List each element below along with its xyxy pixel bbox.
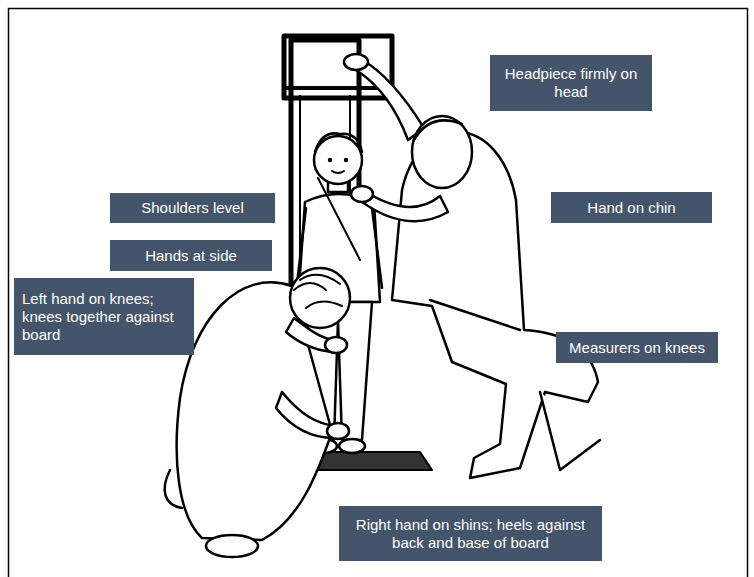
measurer-hand: [327, 423, 349, 439]
callout-text: Measurers on knees: [564, 339, 710, 357]
measurer-leg: [540, 392, 600, 470]
measurer-head: [412, 116, 472, 188]
right-measurer: [344, 54, 600, 478]
headpiece: [284, 36, 392, 98]
callout-text: Hand on chin: [559, 199, 704, 217]
measurer-hair: [414, 120, 462, 140]
measurer-hair: [294, 275, 342, 308]
callout-box: Hand on chin: [551, 192, 712, 223]
callout-box: Measurers on knees: [556, 332, 718, 363]
child-head: [314, 136, 362, 184]
callout-box: Shoulders level: [110, 193, 275, 223]
frame: [9, 9, 748, 577]
child-eye: [328, 158, 332, 162]
measurer-leg: [165, 470, 182, 508]
measurer-head: [290, 268, 350, 328]
callout-box: Hands at side: [110, 240, 272, 271]
child-hair: [315, 133, 362, 152]
callout-box: Right hand on shins; heels against back …: [339, 506, 602, 561]
callout-box: Headpiece firmly on head: [490, 55, 652, 111]
measurer-foot: [206, 535, 258, 557]
measurer-fold: [430, 300, 520, 330]
callout-text: Hands at side: [118, 247, 264, 265]
child-foot: [339, 439, 365, 453]
child-eye: [344, 158, 348, 162]
measurer-arm: [356, 60, 424, 140]
measurer-hand: [325, 337, 347, 353]
callout-box: Left hand on knees; knees together again…: [14, 278, 194, 355]
measurer-hand: [351, 186, 373, 202]
callout-text: Shoulders level: [118, 199, 267, 217]
measurer-arm: [362, 192, 448, 221]
child-arm: [372, 208, 382, 288]
callout-text: Left hand on knees; knees together again…: [22, 290, 186, 344]
callout-text: Right hand on shins; heels against back …: [347, 516, 594, 552]
measurer-hand: [344, 54, 368, 70]
callout-text: Headpiece firmly on head: [498, 65, 644, 101]
child-mouth: [332, 171, 344, 173]
